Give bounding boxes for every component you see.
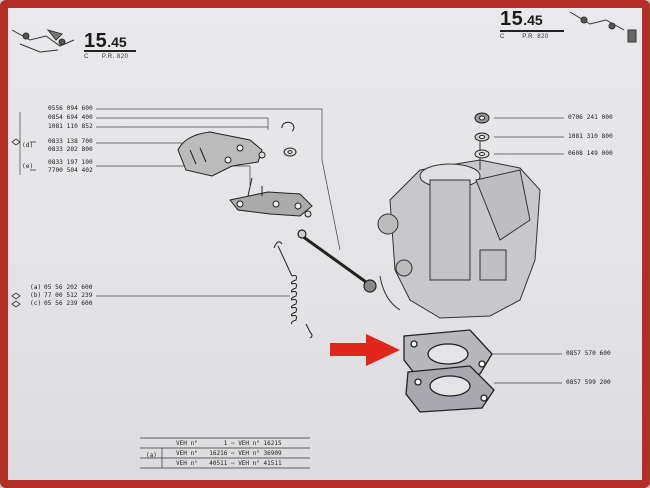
row-from-label: VEH n° (176, 450, 198, 457)
part-mark: (b) (30, 292, 42, 299)
insulator-spacer (405, 365, 495, 413)
return-spring (273, 241, 313, 339)
sub-ref: P.R. 820 (522, 34, 549, 40)
part-mark: (e) (22, 163, 34, 170)
part-ref: 0833 197 100 (48, 159, 93, 166)
page-minor: .45 (107, 34, 127, 50)
sub-code: C (84, 54, 89, 60)
page-sub-right: C P.R. 820 (500, 34, 549, 40)
row-to-label: VEH n° (238, 450, 260, 457)
page-number-left: 15.45 (84, 30, 127, 53)
table-row: VEH n° 40511 ⇨ VEH n° 41511 (176, 460, 282, 467)
row-to: 36909 (263, 450, 282, 457)
red-arrow-icon (330, 334, 400, 366)
arrow-icon: ⇨ (230, 440, 235, 447)
part-ref: 0854 694 400 (48, 114, 93, 121)
table-row: VEH n° 1 ⇨ VEH n° 16215 (176, 440, 282, 447)
thumbnail-right-icon (569, 11, 637, 43)
row-from-label: VEH n° (176, 440, 198, 447)
part-ref: 05 56 239 600 (44, 300, 93, 307)
page-major: 15 (84, 30, 108, 52)
page-sub-left: C P.R. 820 (84, 54, 128, 60)
part-ref: 0833 138 700 (48, 138, 93, 145)
row-from-label: VEH n° (176, 460, 198, 467)
arrow-icon: ⇨ (230, 460, 235, 467)
part-ref: 0857 570 600 (566, 350, 611, 357)
part-mark: (c) (30, 300, 42, 307)
sub-ref: P.R. 820 (101, 54, 129, 60)
part-ref: 0608 149 000 (568, 150, 613, 157)
row-from: 16216 (209, 450, 228, 457)
row-to: 16215 (263, 440, 282, 447)
table-mark: (a) (146, 452, 157, 459)
table-row: VEH n° 16216 ⇨ VEH n° 36909 (176, 450, 282, 457)
page-major: 15 (500, 8, 524, 30)
part-ref: 0857 599 200 (566, 379, 611, 386)
row-from: 40511 (209, 460, 228, 467)
row-to-label: VEH n° (238, 440, 260, 447)
arrow-icon: ⇨ (230, 450, 235, 457)
part-mark: (d) (22, 142, 34, 149)
throttle-lever (229, 177, 313, 218)
part-ref: 1081 110 852 (48, 123, 93, 130)
thumbnail-left-icon (11, 29, 75, 53)
linkage-rod (297, 229, 377, 293)
page-number-right: 15.45 (500, 8, 543, 31)
row-to-label: VEH n° (238, 460, 260, 467)
rocker-bracket (177, 131, 266, 177)
part-ref: 0556 094 600 (48, 105, 93, 112)
part-ref: 7700 504 402 (48, 167, 93, 174)
part-ref: 77 00 512 239 (44, 292, 93, 299)
page-minor: .45 (523, 12, 543, 28)
part-ref: 05 56 202 600 (44, 284, 93, 291)
part-mark: (a) (30, 284, 42, 291)
part-ref: 0833 202 800 (48, 146, 93, 153)
row-from: 1 (223, 440, 228, 447)
carburetor (377, 134, 541, 319)
row-to: 41511 (263, 460, 282, 467)
sub-code: C (500, 34, 505, 40)
part-ref: 1081 310 800 (568, 133, 613, 140)
part-ref: 0706 241 000 (568, 114, 613, 121)
